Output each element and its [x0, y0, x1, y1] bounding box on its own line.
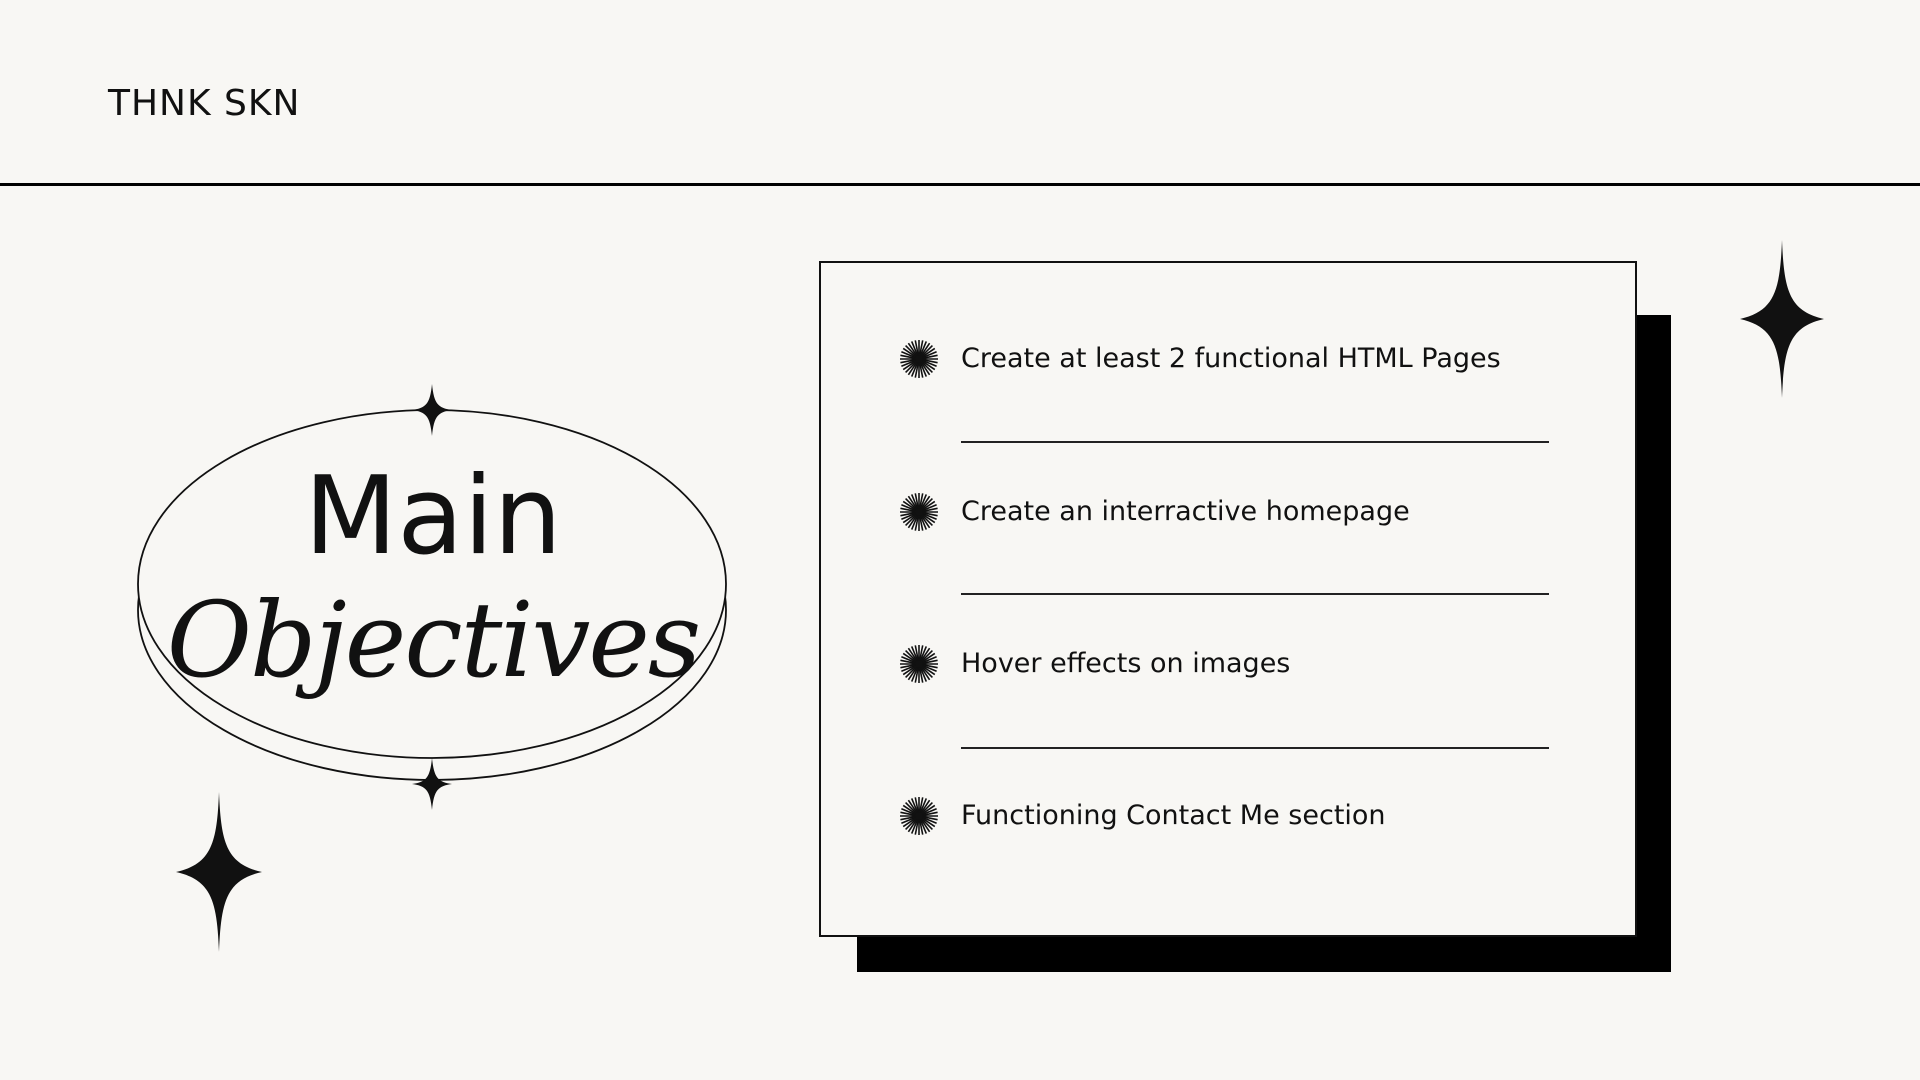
starburst-icon	[900, 493, 938, 531]
disc-top-sparkle-icon	[412, 384, 452, 436]
objective-text: Functioning Contact Me section	[961, 800, 1386, 831]
title-main: Main	[304, 454, 562, 579]
objective-text: Create an interractive homepage	[961, 496, 1410, 527]
sparkle-bottom-left-icon	[176, 792, 262, 952]
starburst-icon	[900, 340, 938, 378]
starburst-icon	[900, 645, 938, 683]
objective-text: Hover effects on images	[961, 648, 1291, 679]
objective-item: Create an interractive homepage	[899, 486, 1559, 536]
objective-divider	[961, 593, 1549, 595]
title-sub: Objectives	[166, 579, 702, 701]
header-divider	[0, 183, 1920, 186]
objectives-card: Create at least 2 functional HTML Pages	[819, 261, 1637, 937]
title-disc-graphic	[137, 384, 727, 810]
objective-item: Functioning Contact Me section	[899, 790, 1559, 840]
brand-logo: THNK SKN	[108, 83, 301, 124]
disc-bottom-sparkle-icon	[412, 758, 452, 810]
objective-item: Create at least 2 functional HTML Pages	[899, 333, 1559, 383]
objective-divider	[961, 441, 1549, 443]
objective-divider	[961, 747, 1549, 749]
sparkle-top-right-icon	[1740, 240, 1824, 398]
starburst-icon	[900, 797, 938, 835]
objective-text: Create at least 2 functional HTML Pages	[961, 343, 1501, 374]
objective-item: Hover effects on images	[899, 638, 1559, 688]
